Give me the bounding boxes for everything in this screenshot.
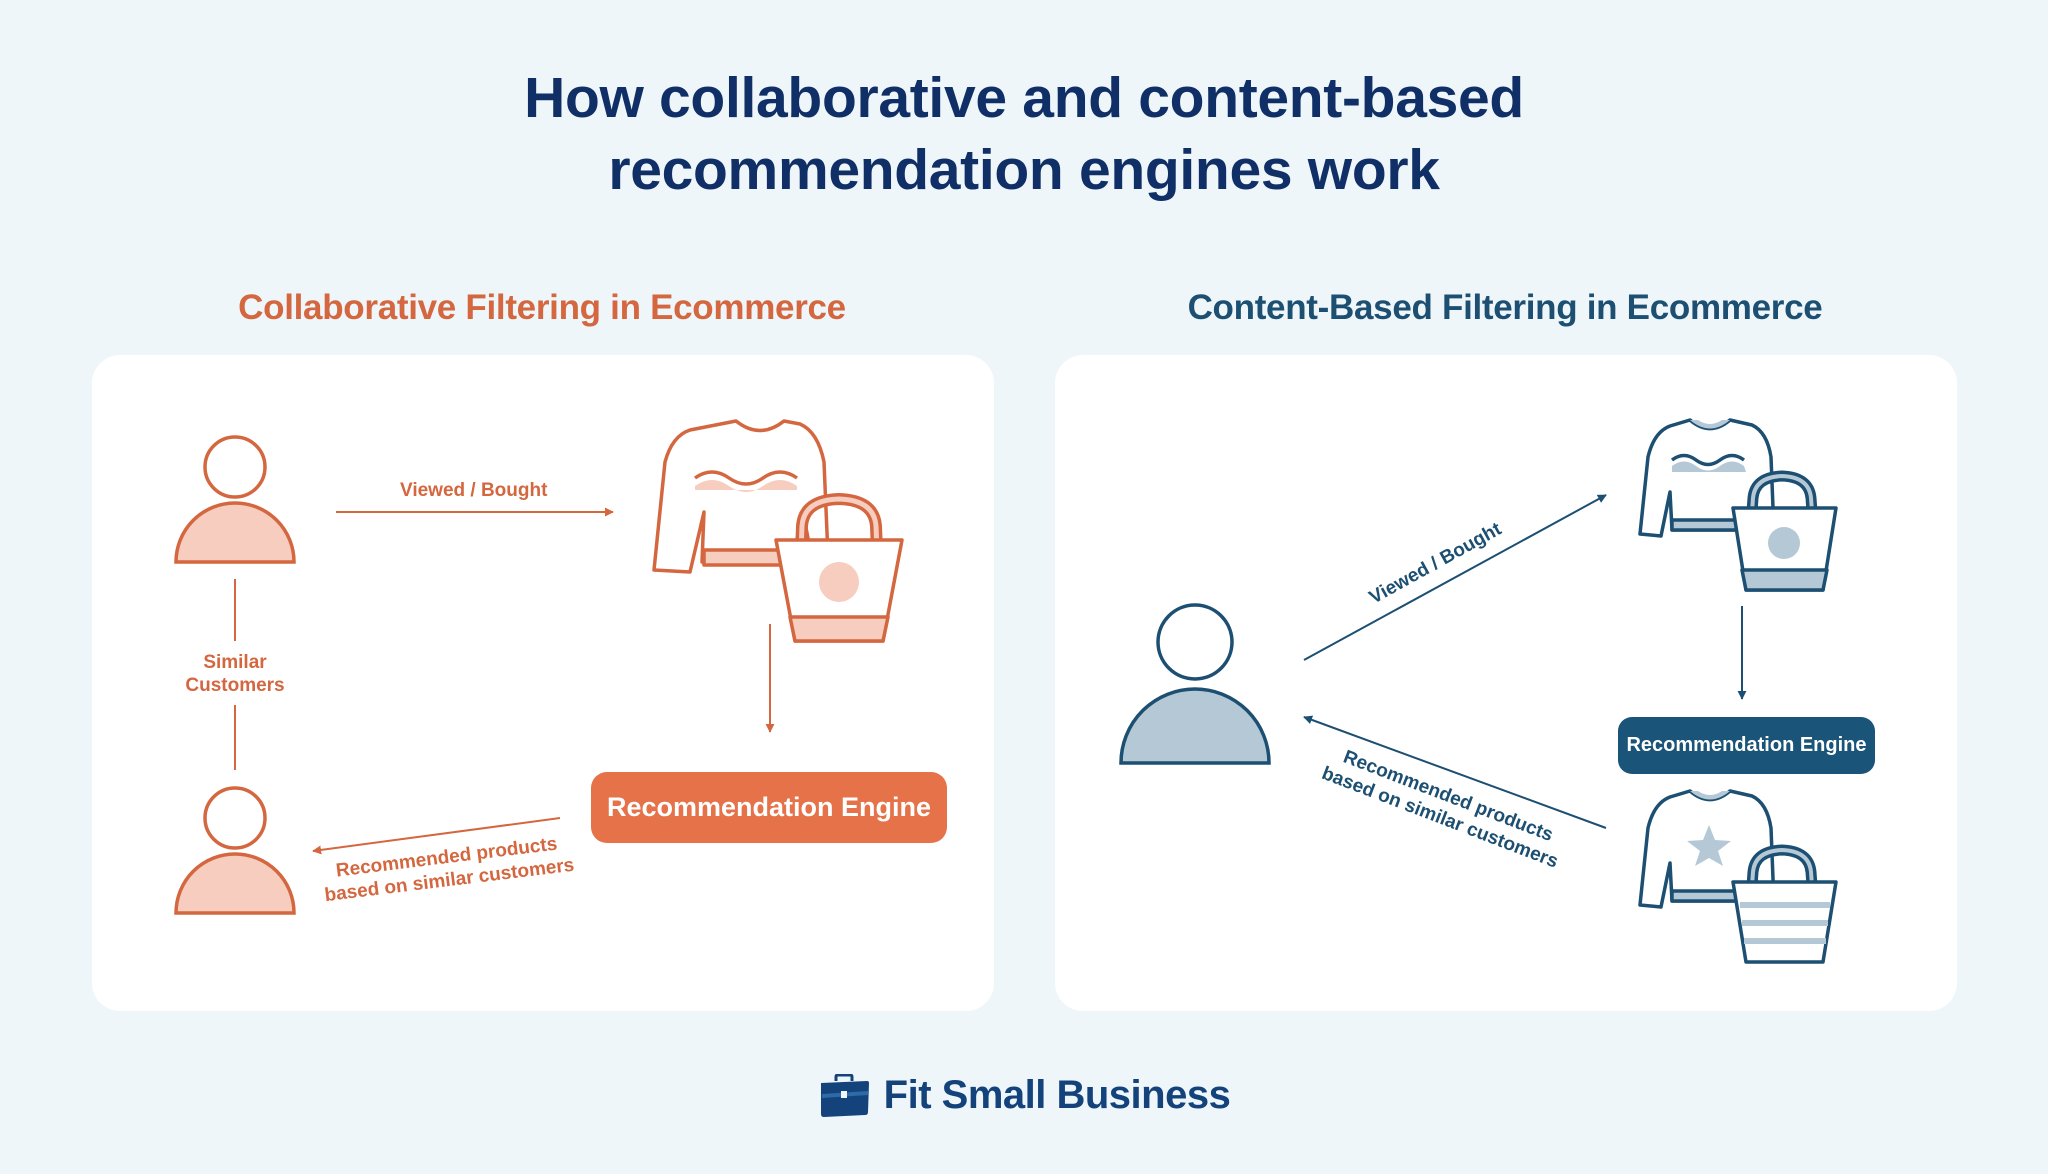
viewed-arrow-blue <box>1303 494 1607 661</box>
brand-name: Fit Small Business <box>883 1073 1231 1117</box>
shopping-bag-blue-icon <box>1731 470 1838 592</box>
title-line-1: How collaborative and content-based <box>524 66 1524 130</box>
collaborative-heading: Collaborative Filtering in Ecommerce <box>238 288 846 327</box>
brand-logo: Fit Small Business <box>0 1073 2048 1118</box>
recommendation-engine-box-blue: Recommendation Engine <box>1618 717 1875 774</box>
customer-person-icon <box>1119 603 1271 765</box>
page-title: How collaborative and content-based reco… <box>0 62 2048 206</box>
content-based-heading: Content-Based Filtering in Ecommerce <box>1187 288 1823 327</box>
recommendation-engine-box: Recommendation Engine <box>591 772 947 843</box>
similar-label-line-2: Customers <box>185 675 285 696</box>
sweater-star-icon <box>1638 789 1776 909</box>
title-line-2: recommendation engines work <box>608 138 1440 202</box>
similar-person-icon <box>174 786 296 915</box>
person-icon <box>174 435 296 564</box>
striped-bag-icon <box>1731 844 1838 964</box>
similar-customers-label: Similar Customers <box>175 651 295 697</box>
viewed-bought-label: Viewed / Bought <box>400 480 548 501</box>
shopping-bag-icon <box>774 493 904 643</box>
similar-label-line-1: Similar <box>203 652 267 673</box>
recommended-arrow-blue <box>1303 715 1607 829</box>
briefcase-icon <box>820 1073 869 1117</box>
sweater-icon <box>652 419 830 574</box>
recommended-arrow <box>312 817 561 855</box>
